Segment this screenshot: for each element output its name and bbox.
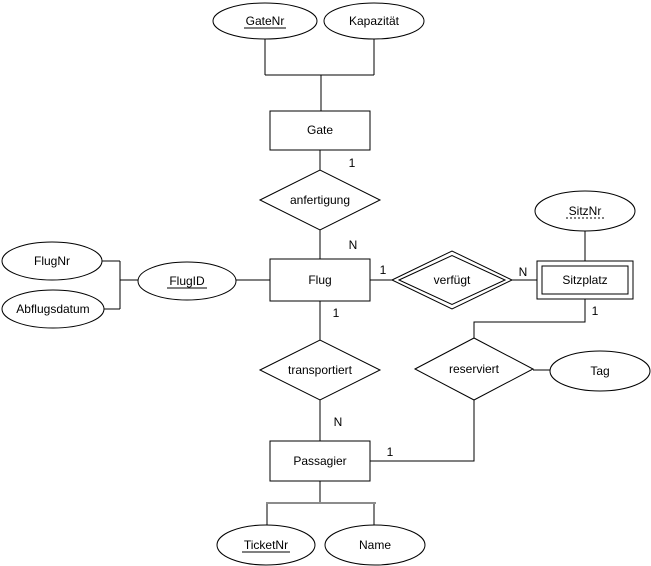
transportiert-diamond[interactable]: [258, 339, 382, 401]
ticketnr-ellipse[interactable]: [216, 524, 316, 566]
cardinality-flug-transportiert: 1: [333, 306, 340, 320]
transportiert-label: transportiert: [288, 363, 353, 377]
sitznr-ellipse[interactable]: [534, 190, 636, 232]
attribute-name[interactable]: Name: [324, 524, 426, 566]
cardinality-gate-anfertigung: 1: [349, 156, 356, 170]
abflugsdatum-label: Abflugsdatum: [16, 302, 89, 316]
tag-ellipse[interactable]: [549, 350, 651, 392]
cardinality-verfuegt-sitzplatz: N: [519, 265, 528, 279]
ticketnr-label: TicketNr: [244, 538, 288, 552]
kapazitaet-ellipse[interactable]: [323, 2, 425, 40]
verfuegt-inner-diamond: [397, 254, 507, 306]
gate-rect[interactable]: [269, 110, 371, 151]
anfertigung-label: anfertigung: [290, 193, 350, 207]
reserviert-diamond[interactable]: [413, 337, 535, 401]
relationship-transportiert[interactable]: transportiert: [258, 339, 382, 401]
gatenr-label: GateNr: [246, 14, 285, 28]
entity-sitzplatz[interactable]: Sitzplatz: [536, 260, 634, 300]
tag-label: Tag: [590, 364, 609, 378]
flugid-ellipse[interactable]: [137, 261, 237, 301]
gate-label: Gate: [307, 123, 333, 137]
relationship-anfertigung[interactable]: anfertigung: [258, 169, 382, 231]
cardinality-sitzplatz-reserviert: 1: [592, 304, 599, 318]
attribute-flugid[interactable]: FlugID: [137, 261, 237, 301]
attribute-flugnr[interactable]: FlugNr: [1, 241, 103, 281]
sitznr-label: SitzNr: [569, 204, 602, 218]
verfuegt-label: verfügt: [434, 273, 471, 287]
cardinality-transportiert-passagier: N: [334, 415, 343, 429]
sitzplatz-label: Sitzplatz: [562, 273, 607, 287]
flug-label: Flug: [308, 273, 331, 287]
kapazitaet-label: Kapazität: [349, 14, 400, 28]
cardinality-anfertigung-flug: N: [349, 238, 358, 252]
abflugsdatum-ellipse[interactable]: [1, 289, 105, 329]
relationship-reserviert[interactable]: reserviert: [413, 337, 535, 401]
gatenr-ellipse[interactable]: [212, 2, 318, 40]
entity-passagier[interactable]: Passagier: [269, 440, 371, 482]
sitzplatz-inner-rect: [541, 265, 629, 295]
flugnr-ellipse[interactable]: [1, 241, 103, 281]
attribute-kapazitaet[interactable]: Kapazität: [323, 2, 425, 40]
relationship-verfuegt[interactable]: verfügt: [390, 250, 514, 310]
attribute-tag[interactable]: Tag: [549, 350, 651, 392]
entity-flug[interactable]: Flug: [269, 258, 371, 302]
name-ellipse[interactable]: [324, 524, 426, 566]
attribute-sitznr[interactable]: SitzNr: [534, 190, 636, 232]
flug-rect[interactable]: [269, 258, 371, 302]
connectors: [102, 39, 586, 526]
attribute-ticketnr[interactable]: TicketNr: [216, 524, 316, 566]
passagier-label: Passagier: [293, 454, 346, 468]
reserviert-label: reserviert: [449, 362, 500, 376]
cardinality-labels: 1 N 1 N 1 N 1 1: [333, 156, 599, 459]
cardinality-flug-verfuegt: 1: [380, 263, 387, 277]
edge-sitzplatz-reserviert[interactable]: [473, 299, 586, 338]
edge-passagier-reserviert[interactable]: [370, 400, 475, 462]
cardinality-passagier-reserviert: 1: [387, 445, 394, 459]
passagier-rect[interactable]: [269, 440, 371, 482]
attribute-gatenr[interactable]: GateNr: [212, 2, 318, 40]
attribute-abflugsdatum[interactable]: Abflugsdatum: [1, 289, 105, 329]
entity-gate[interactable]: Gate: [269, 110, 371, 151]
anfertigung-diamond[interactable]: [258, 169, 382, 231]
flugid-label: FlugID: [169, 274, 205, 288]
flugnr-label: FlugNr: [34, 254, 70, 268]
name-label: Name: [359, 538, 391, 552]
